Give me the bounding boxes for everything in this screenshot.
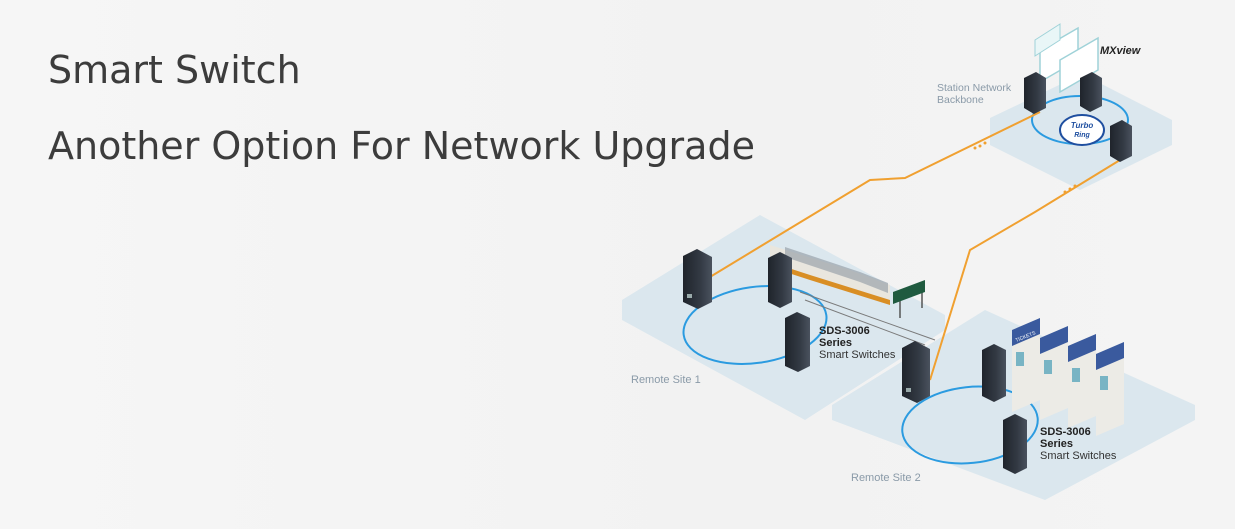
turbo-ring-line1: Turbo — [1071, 121, 1094, 130]
train — [770, 245, 890, 305]
site1-switch-desc: Smart Switches — [819, 349, 896, 361]
remote-site-1-ring — [682, 285, 828, 365]
site1-switch-2 — [768, 252, 792, 308]
mxview-logo: MXview — [1100, 45, 1142, 57]
site2-switch-model: SDS-3006 — [1040, 426, 1091, 438]
site2-switch-2 — [982, 344, 1006, 402]
station-sign — [893, 280, 925, 318]
remote-site-2-label: Remote Site 2 — [851, 472, 921, 484]
backbone-switch-3 — [1110, 120, 1132, 162]
backbone-switch-1 — [1024, 72, 1046, 114]
turbo-ring-line2: Ring — [1074, 132, 1090, 139]
site1-switch-uplink — [683, 249, 712, 309]
ticket-machines — [1012, 318, 1124, 436]
site1-switch-model: SDS-3006 — [819, 325, 870, 337]
remote-site-1-label: Remote Site 1 — [631, 374, 701, 386]
uplink-break-dots — [973, 141, 1077, 194]
slide-subtitle: Another Option For Network Upgrade — [48, 124, 755, 168]
backbone-switch-2 — [1080, 72, 1102, 112]
site2-switch-series: Series — [1040, 438, 1073, 450]
site2-switch-desc: Smart Switches — [1040, 450, 1117, 462]
rail-track — [799, 291, 936, 346]
backbone-label-line1: Station Network — [937, 82, 1012, 94]
slide-title: Smart Switch — [48, 48, 301, 92]
uplink-site2-to-backbone — [929, 159, 1121, 381]
site1-sds3006-switch — [785, 312, 810, 372]
mxview-monitors — [1034, 23, 1099, 94]
remote-site-2-ring — [901, 385, 1039, 465]
turbo-ring-badge: Turbo Ring — [1059, 114, 1105, 146]
site1-switch-series: Series — [819, 337, 852, 349]
uplink-site1-to-backbone — [704, 111, 1041, 281]
site2-sds3006-switch — [1003, 414, 1027, 474]
site2-switch-uplink — [902, 341, 930, 403]
backbone-label-line2: Backbone — [937, 94, 984, 106]
